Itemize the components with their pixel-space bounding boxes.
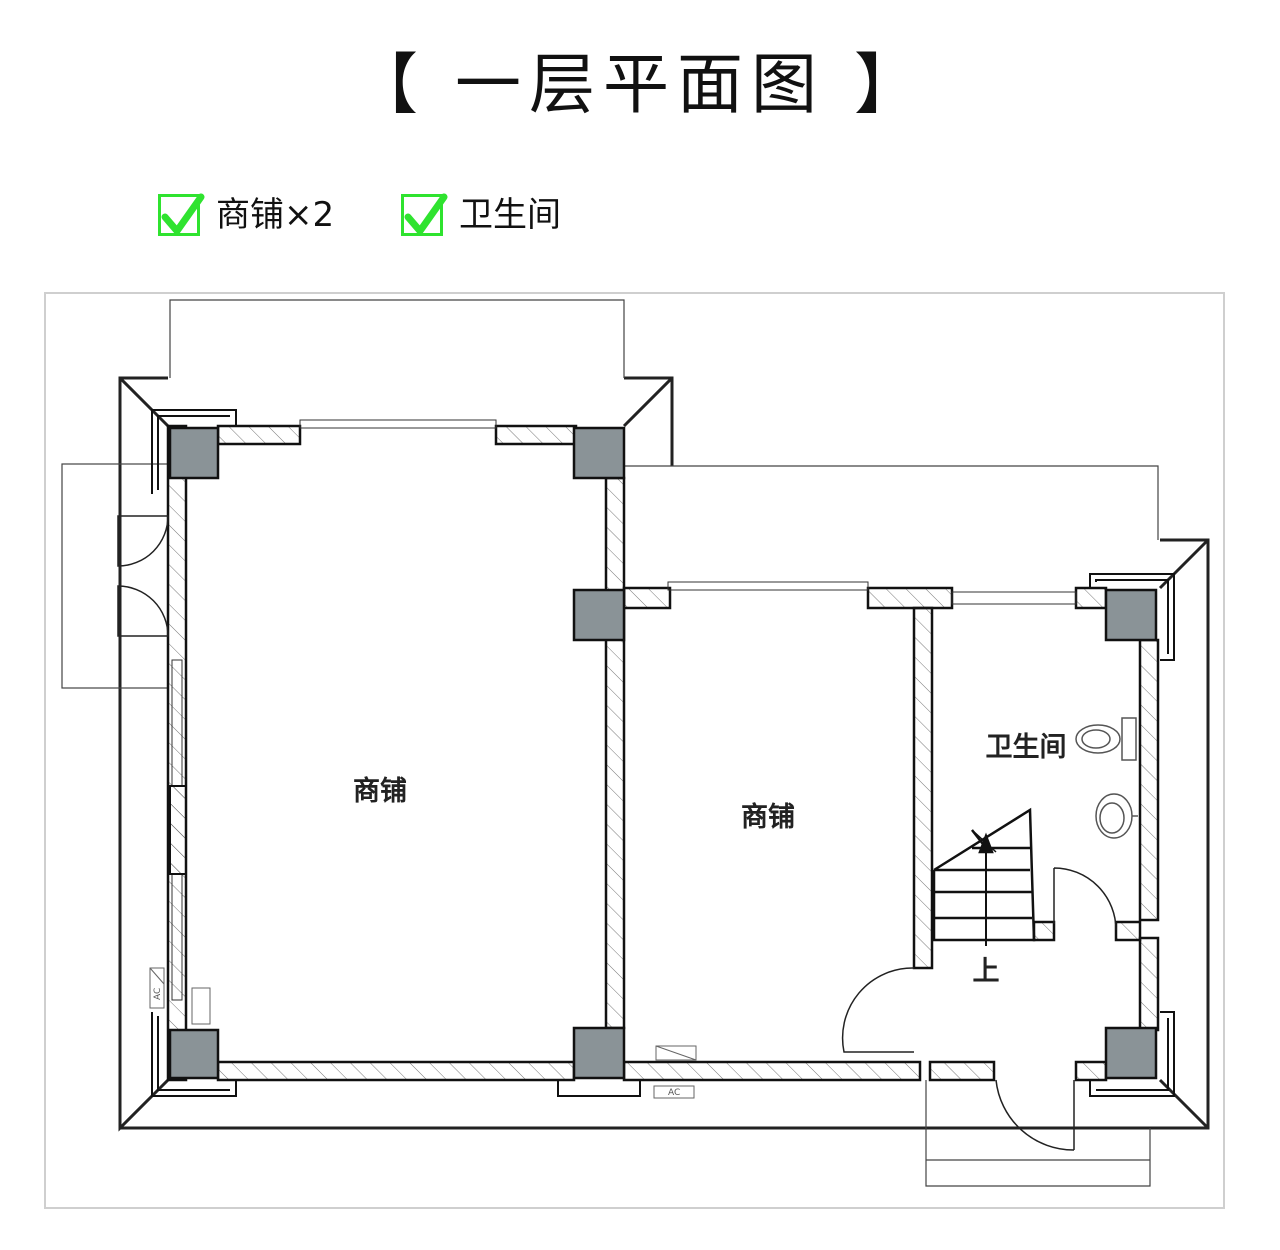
page-title: 【 一层平面图 】 [352, 46, 928, 123]
column [1104, 1026, 1158, 1080]
stair-direction-label: 上 [973, 956, 1000, 987]
legend-item-shops: 商铺×2 [158, 190, 334, 240]
ac-label: AC [668, 1088, 680, 1098]
column-outlines [151, 409, 1175, 1097]
checkbox-checked-icon [158, 193, 205, 236]
staircase [932, 807, 1036, 946]
column [168, 426, 220, 480]
ac-label: AC [153, 988, 163, 1000]
column [572, 426, 626, 480]
door-swings [117, 515, 1117, 1151]
room-label-shop-left: 商铺 [353, 776, 407, 807]
floor-plan-frame [44, 292, 1225, 1209]
ac-unit-icon [149, 967, 697, 1099]
windows [169, 419, 1077, 1001]
sink-icon [1095, 793, 1138, 839]
column [572, 588, 626, 642]
legend-label-restroom: 卫生间 [459, 195, 561, 235]
room-label-restroom: 卫生间 [986, 732, 1067, 763]
toilet-icon [1075, 717, 1137, 761]
legend-label-shops: 商铺×2 [216, 195, 335, 235]
columns [168, 426, 1158, 1080]
legend-item-restroom: 卫生间 [401, 190, 561, 240]
column [168, 1028, 220, 1080]
room-label-shop-right: 商铺 [741, 802, 795, 833]
column [572, 1026, 626, 1080]
column [1104, 588, 1158, 642]
checkbox-checked-icon [401, 193, 448, 236]
